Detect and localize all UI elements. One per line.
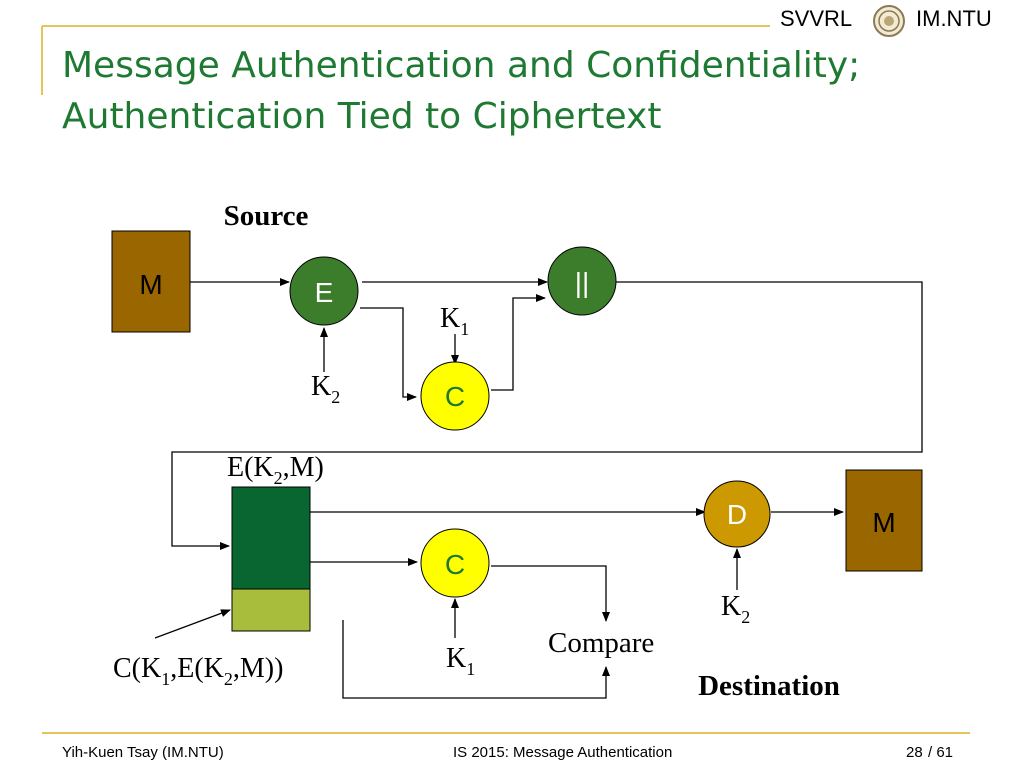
slide-title: Message Authentication and Confidentiali… bbox=[62, 40, 860, 142]
encrypt-node-label: E bbox=[315, 277, 334, 308]
university-seal-icon bbox=[872, 4, 906, 38]
mac-node-destination bbox=[420, 528, 490, 598]
title-line-1: Message Authentication and Confidentiali… bbox=[62, 45, 861, 86]
mac-label: C(K1,E(K2,M)) bbox=[113, 653, 283, 689]
destination-message-box bbox=[845, 469, 923, 572]
compare-label: Compare bbox=[548, 627, 654, 659]
destination-label: Destination bbox=[698, 670, 840, 702]
title-line-2: Authentication Tied to Ciphertext bbox=[62, 96, 662, 137]
mac-node-destination-label: C bbox=[445, 549, 465, 580]
ciphertext-block bbox=[231, 486, 311, 590]
mac-block bbox=[231, 588, 311, 632]
source-message-box bbox=[111, 230, 191, 333]
footer-page-number: 28 bbox=[906, 744, 923, 761]
concatenate-node bbox=[547, 246, 617, 316]
decrypt-node-label: D bbox=[727, 499, 747, 530]
k2-source-label: K2 bbox=[311, 371, 340, 407]
concatenate-node-label: || bbox=[575, 267, 590, 298]
encrypt-node bbox=[289, 256, 359, 326]
k2-destination-label: K2 bbox=[721, 591, 750, 627]
source-message-label: M bbox=[139, 269, 162, 300]
destination-message-label: M bbox=[872, 507, 895, 538]
mac-node-source-label: C bbox=[445, 381, 465, 412]
header-left-label: SVVRL bbox=[780, 6, 853, 31]
decrypt-node bbox=[703, 480, 771, 548]
k1-source-label: K1 bbox=[440, 303, 469, 339]
footer-author: Yih-Kuen Tsay (IM.NTU) bbox=[62, 744, 224, 761]
footer-course: IS 2015: Message Authentication bbox=[453, 744, 673, 761]
header-right-label: IM.NTU bbox=[916, 6, 992, 31]
ciphertext-label: E(K2,M) bbox=[227, 452, 324, 488]
footer-page-total: / 61 bbox=[928, 744, 954, 761]
mac-node-source bbox=[420, 361, 490, 431]
connector-lines bbox=[154, 278, 923, 699]
k1-destination-label: K1 bbox=[446, 643, 475, 679]
source-label: Source bbox=[224, 200, 309, 232]
